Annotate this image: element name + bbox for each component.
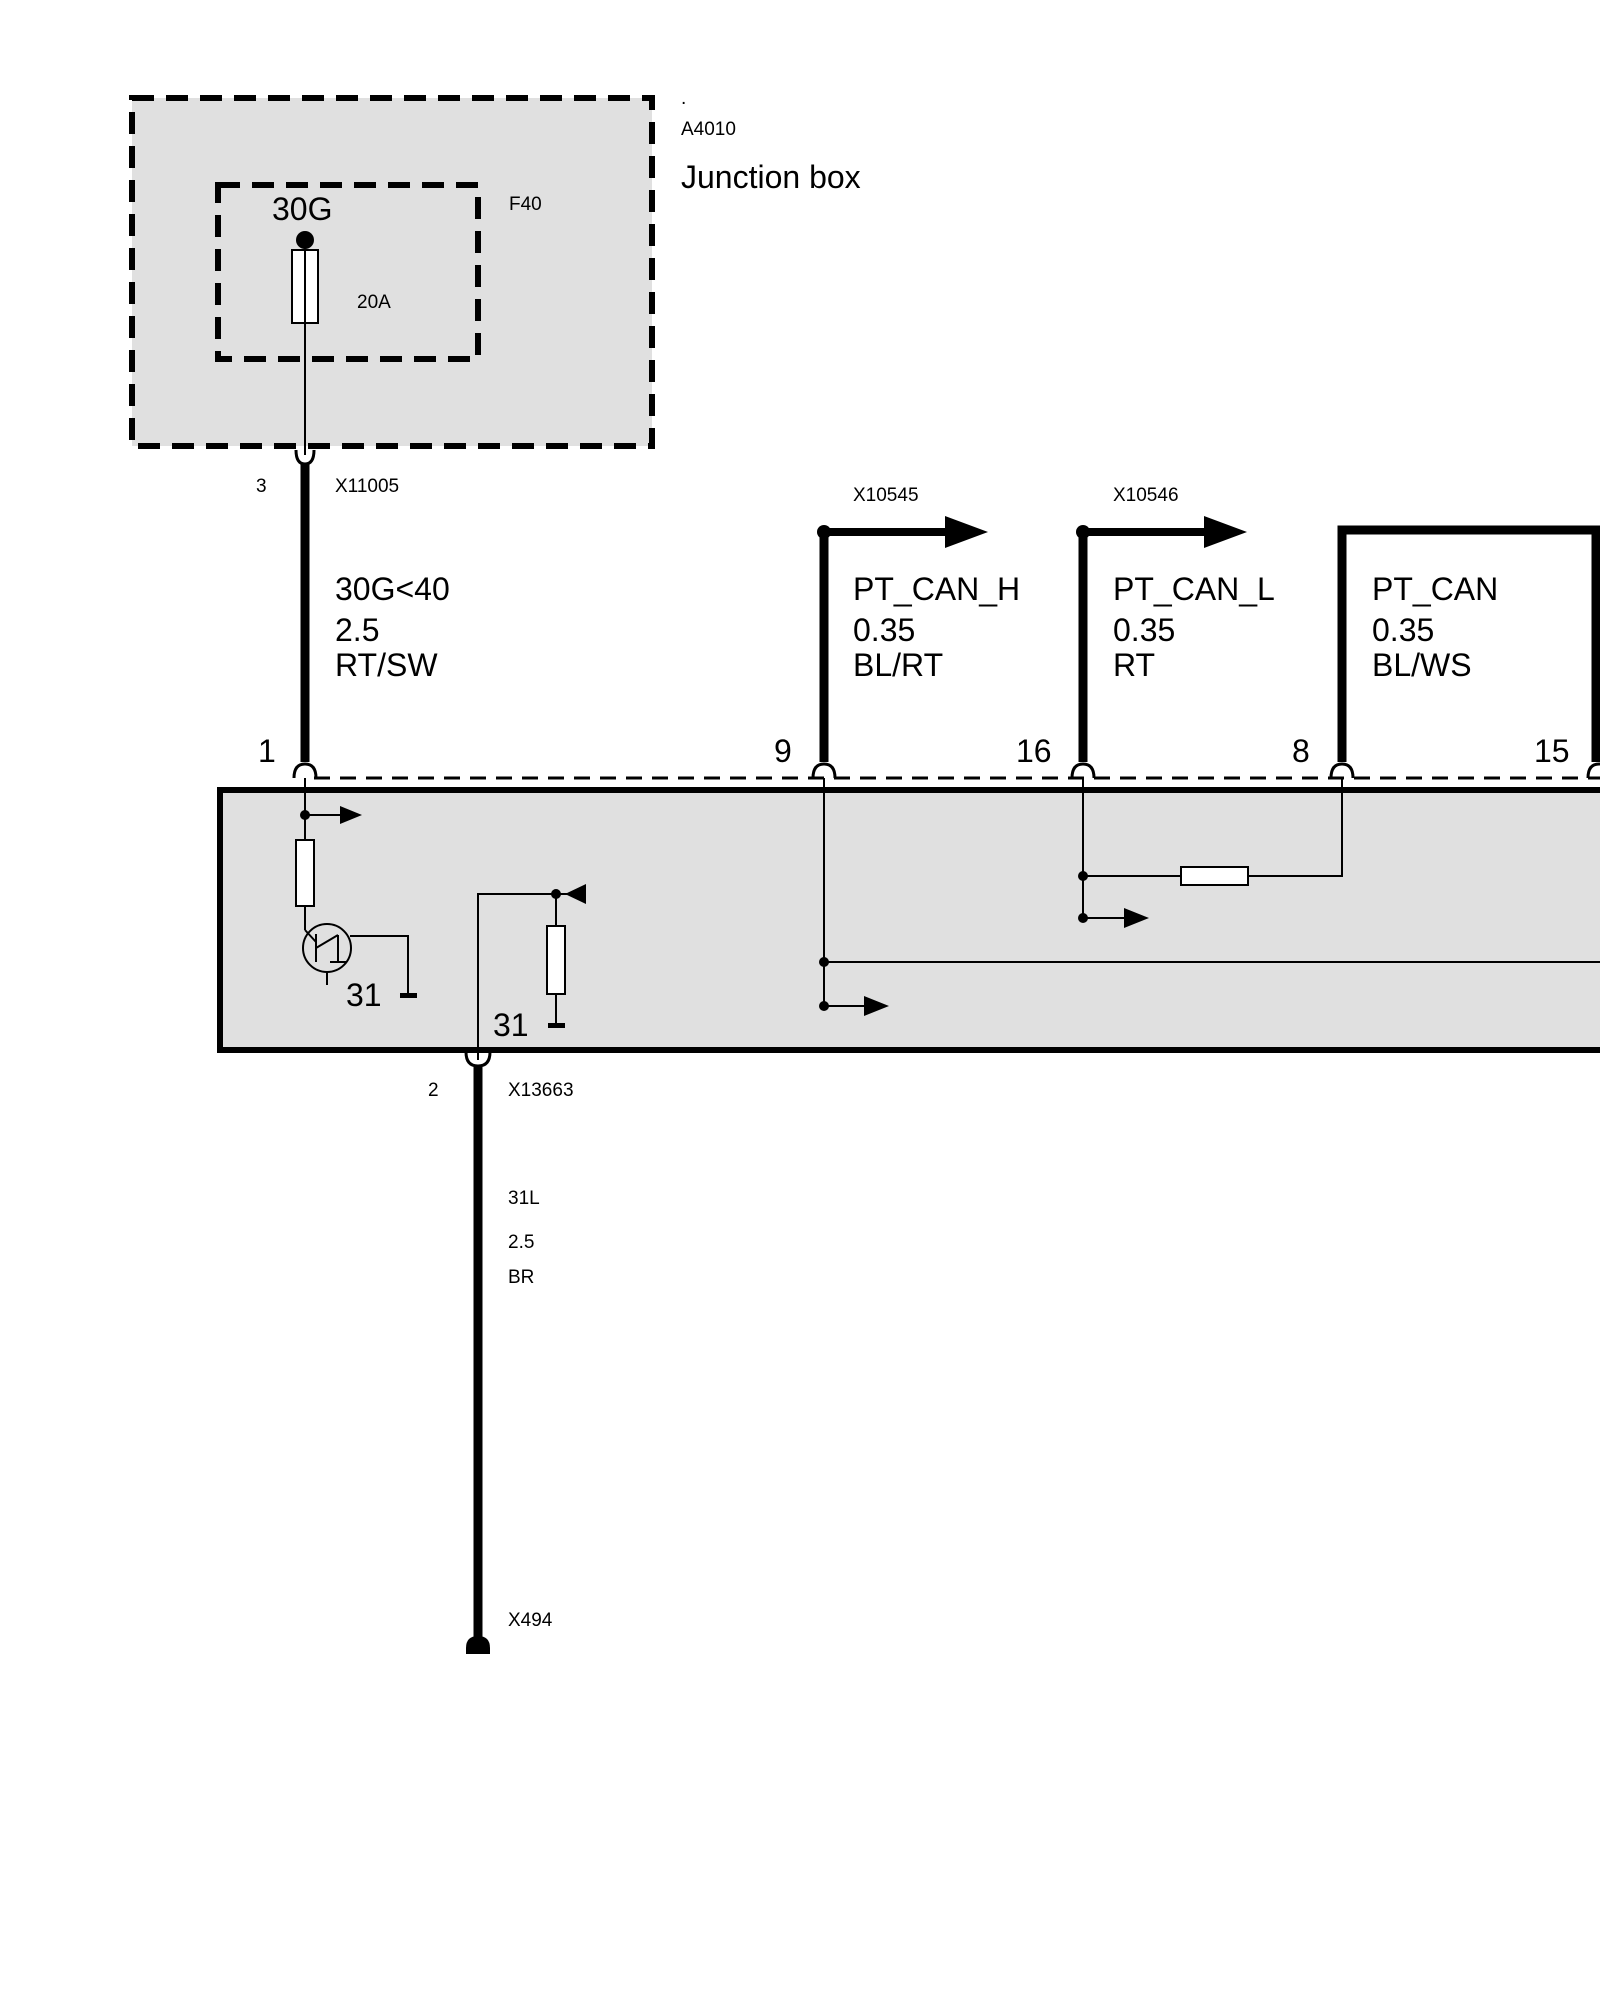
pin-9-connector-icon — [811, 762, 837, 779]
pin-8-connector-icon — [1329, 762, 1355, 779]
supply-connector-id: X11005 — [335, 476, 399, 497]
can-h-wire-signal: PT_CAN_H — [853, 571, 1020, 607]
ground-label-2: 31 — [493, 1007, 529, 1043]
ground-wire: 2 X13663 31L 2.5 BR X494 — [428, 1051, 574, 1654]
pin-16-label: 16 — [1016, 733, 1052, 769]
pin1-resistor-icon — [295, 839, 315, 907]
junction-box: 30G 20A F40 . A4010 Junction box — [129, 88, 861, 455]
can-h-arrow-icon — [945, 516, 988, 548]
can-loop-wire: PT_CAN 0.35 BL/WS — [1337, 525, 1600, 762]
supply-wire-gauge: 2.5 — [335, 612, 379, 648]
pin-15-connector-icon — [1586, 762, 1600, 779]
ground-label-1: 31 — [346, 977, 382, 1013]
ground-connector-pin: 2 — [428, 1080, 439, 1101]
fuse-id-label: F40 — [509, 194, 542, 215]
ground-wire-color: BR — [508, 1267, 534, 1288]
control-module: 31 31 — [217, 778, 1600, 1060]
termination-resistor-icon — [1180, 866, 1249, 886]
pullup-resistor-icon — [546, 925, 566, 995]
pullup-input-arrow-icon — [565, 884, 586, 904]
pin-9-label: 9 — [774, 733, 792, 769]
ground-end-connector-id: X494 — [508, 1610, 553, 1631]
fuse-rating-label: 20A — [357, 292, 391, 313]
pin1-signal-arrow-icon — [340, 806, 362, 824]
supply-wire-signal: 30G<40 — [335, 571, 450, 607]
ground-symbol-icon — [400, 993, 417, 998]
can-l-wire-signal: PT_CAN_L — [1113, 571, 1275, 607]
module-connector-header: 1 9 16 8 15 — [258, 733, 1600, 780]
can-h-wire-color: BL/RT — [853, 647, 943, 683]
pin-16-connector-icon — [1070, 762, 1096, 779]
fuse-box-outline — [215, 182, 481, 362]
can-loop-wire-color: BL/WS — [1372, 647, 1472, 683]
can-loop-wire-gauge: 0.35 — [1372, 612, 1434, 648]
pin-15-label: 15 — [1534, 733, 1570, 769]
supply-wire: 3 X11005 30G<40 2.5 RT/SW — [256, 449, 450, 762]
can-loop-wire-signal: PT_CAN — [1372, 571, 1498, 607]
can-l-wire-gauge: 0.35 — [1113, 612, 1175, 648]
ground-connector-id: X13663 — [508, 1080, 574, 1101]
junction-box-id: A4010 — [681, 119, 736, 140]
junction-box-dot: . — [681, 88, 686, 109]
can-l-wire: X10546 PT_CAN_L 0.35 RT — [1076, 485, 1275, 762]
can-l-connector-id: X10546 — [1113, 485, 1179, 506]
can-l-arrow-icon — [1204, 516, 1247, 548]
junction-box-title: Junction box — [681, 159, 861, 195]
can-l-internal-arrow-icon — [1124, 908, 1149, 928]
pin-1-label: 1 — [258, 733, 276, 769]
fuse-terminal-label: 30G — [272, 191, 332, 227]
can-l-wire-color: RT — [1113, 647, 1155, 683]
can-h-internal-arrow-icon — [864, 996, 889, 1016]
control-module-body — [217, 787, 1600, 1053]
ground-wire-gauge: 2.5 — [508, 1232, 534, 1253]
ground-end-icon — [466, 1636, 490, 1648]
supply-connector-pin: 3 — [256, 476, 267, 497]
pin-1-connector-icon — [292, 762, 318, 779]
ground-symbol-icon-2 — [548, 1023, 565, 1028]
ground-wire-signal: 31L — [508, 1188, 540, 1209]
supply-wire-color: RT/SW — [335, 647, 438, 683]
transistor-icon — [302, 923, 352, 985]
can-h-wire-gauge: 0.35 — [853, 612, 915, 648]
can-h-connector-id: X10545 — [853, 485, 919, 506]
pin-8-label: 8 — [1292, 733, 1310, 769]
can-h-wire: X10545 PT_CAN_H 0.35 BL/RT — [817, 485, 1020, 762]
